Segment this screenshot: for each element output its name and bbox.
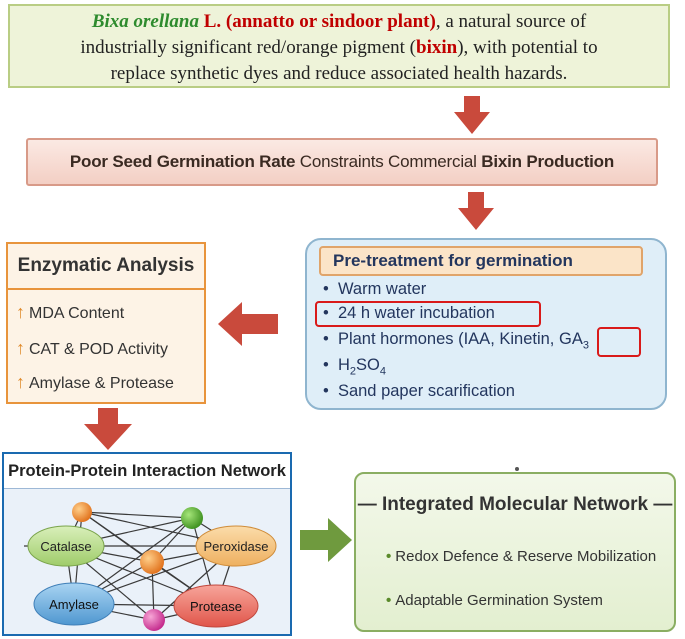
item-label: Adaptable Germination System: [395, 592, 603, 609]
intro-line-3: replace synthetic dyes and reduce associ…: [110, 63, 568, 84]
ppi-node-catalase: [27, 525, 105, 567]
up-arrow-icon: ↑: [16, 372, 25, 392]
ppi-network-title: Protein-Protein Interaction Network: [4, 454, 290, 489]
sub-4: 4: [379, 365, 386, 378]
pigment-name: bixin: [416, 37, 458, 58]
bullet: •: [323, 356, 329, 374]
item-label: 24 h water incubation: [337, 304, 495, 322]
integrated-item-redox: •Redox Defence & Reserve Mobilization: [386, 548, 656, 565]
constraint-part-2: Constraints Commercial: [295, 152, 482, 171]
intro-banner: Bixa orellana L. (annatto or sindoor pla…: [8, 4, 670, 88]
ppi-node-green: [181, 507, 203, 529]
enzyme-item-cat-pod: ↑CAT & POD Activity: [16, 338, 168, 359]
pretreatment-item-incubation: • 24 h water incubation: [323, 304, 495, 323]
ppi-node-peroxidase: [195, 525, 277, 567]
ppi-node-orange-center: [140, 550, 164, 574]
sub-2: 2: [349, 365, 356, 378]
pretreatment-item-h2so4: • H2SO4: [323, 356, 386, 377]
integrated-item-adaptable: •Adaptable Germination System: [386, 592, 603, 609]
intro-line-2-pre: industrially significant red/orange pigm…: [80, 37, 416, 58]
enzyme-item-label: Amylase & Protease: [29, 375, 174, 392]
constraint-part-3: Bixin Production: [481, 152, 615, 171]
small-marker-dot: [515, 467, 519, 471]
ppi-network-box: Protein-Protein Interaction Network: [2, 452, 292, 636]
item-label: Plant hormones (IAA, Kinetin,: [337, 330, 559, 348]
arrow-left: [218, 302, 278, 346]
integrated-network-box: — Integrated Molecular Network — •Redox …: [354, 472, 676, 632]
ga3-highlight-box: [597, 327, 641, 357]
bullet: •: [323, 280, 329, 298]
bullet: •: [386, 592, 392, 609]
pretreatment-item-warm-water: • Warm water: [323, 280, 426, 299]
incubation-highlight-box: [315, 301, 541, 327]
enzyme-item-mda: ↑MDA Content: [16, 302, 124, 323]
title-dash-right: —: [653, 494, 673, 515]
protease-label: Protease: [190, 599, 242, 614]
up-arrow-icon: ↑: [16, 338, 25, 358]
species-common-name: L. (annatto or sindoor plant): [198, 11, 436, 32]
intro-line-2: industrially significant red/orange pigm…: [10, 35, 668, 61]
enzyme-item-label: CAT & POD Activity: [29, 341, 168, 358]
intro-line-1-rest: , a natural source of: [435, 11, 587, 32]
pretreatment-item-hormones: • Plant hormones (IAA, Kinetin, GA3: [323, 330, 589, 351]
pretreatment-item-sand: • Sand paper scarification: [323, 382, 515, 401]
ppi-network-graph: Catalase Peroxidase Amylase Protease: [24, 502, 277, 631]
bullet: •: [323, 382, 329, 400]
constraint-part-1: Poor Seed Germination Rate: [69, 152, 296, 171]
ga-text: GA: [558, 330, 583, 348]
item-label: Redox Defence & Reserve Mobilization: [395, 548, 657, 565]
bullet: •: [323, 330, 329, 348]
intro-line-1: Bixa orellana L. (annatto or sindoor pla…: [10, 9, 668, 35]
item-label: Sand paper scarification: [337, 382, 515, 400]
intro-line-2-post: ), with potential to: [457, 37, 598, 58]
ppi-node-pink: [143, 609, 165, 631]
arrow-down-2: [458, 192, 494, 230]
item-label: Warm water: [337, 280, 427, 298]
integrated-network-title: — Integrated Molecular Network —: [356, 494, 674, 516]
ppi-node-amylase: [33, 582, 115, 626]
bullet: •: [323, 304, 329, 322]
catalase-label: Catalase: [40, 539, 91, 554]
title-dash-left: —: [357, 494, 377, 515]
arrow-down-1: [454, 96, 490, 134]
pretreatment-title: Pre-treatment for germination: [319, 246, 643, 276]
arrow-down-3: [84, 408, 132, 450]
peroxidase-label: Peroxidase: [203, 539, 268, 554]
enzymatic-analysis-box: Enzymatic Analysis ↑MDA Content ↑CAT & P…: [6, 242, 206, 404]
up-arrow-icon: ↑: [16, 302, 25, 322]
enzyme-item-label: MDA Content: [29, 305, 125, 322]
ga-sub: 3: [582, 339, 589, 352]
ga3-label: GA3: [558, 330, 589, 352]
constraint-box: Poor Seed Germination Rate Constraints C…: [26, 138, 658, 186]
arrow-right-green: [300, 518, 352, 562]
ppi-node-protease: [173, 584, 259, 628]
ppi-node-orange-top: [72, 502, 92, 522]
species-name: Bixa orellana: [91, 11, 199, 32]
pretreatment-box: Pre-treatment for germination • Warm wat…: [305, 238, 667, 410]
bullet: •: [386, 548, 392, 565]
title-text: Integrated Molecular Network: [381, 494, 649, 515]
amylase-label: Amylase: [49, 597, 99, 612]
enzyme-item-amylase-protease: ↑Amylase & Protease: [16, 372, 174, 393]
h-text: H: [337, 356, 350, 374]
so-text: SO: [356, 356, 380, 374]
enzymatic-analysis-title: Enzymatic Analysis: [8, 244, 204, 290]
